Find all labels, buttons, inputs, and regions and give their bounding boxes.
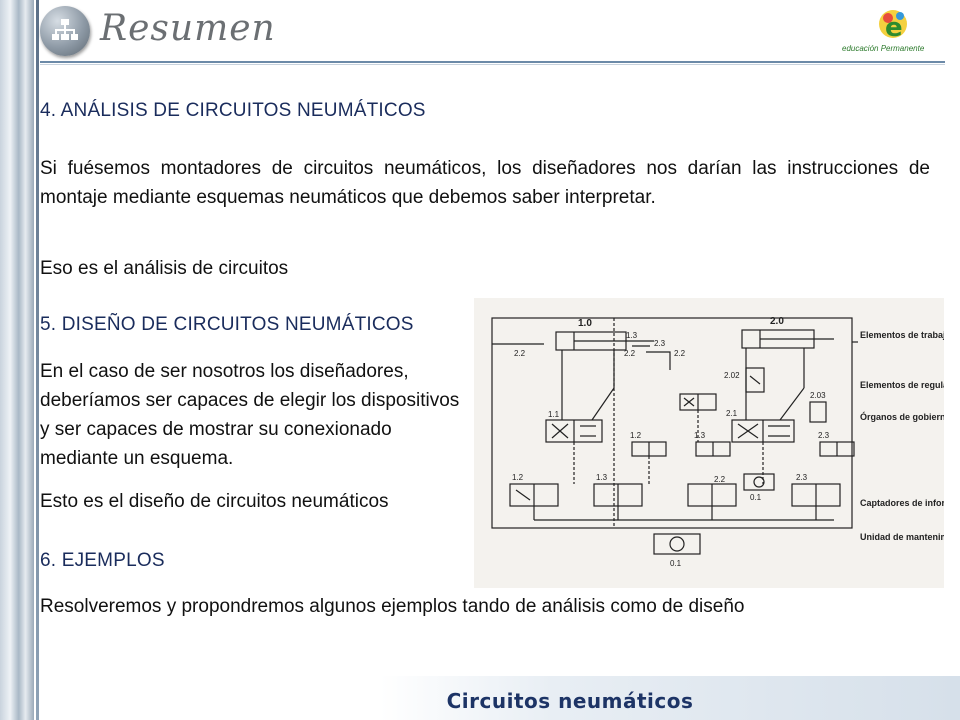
label-1-0: 1.0	[578, 318, 592, 329]
label-1-2-bottom: 1.2	[512, 473, 524, 482]
footer-band	[380, 676, 960, 720]
brand-logo-letter: e	[885, 13, 903, 43]
section-5-paragraph-line-1: En el caso de ser nosotros los diseñador…	[40, 361, 409, 382]
left-decor-bar	[0, 0, 39, 720]
label-1-2: 1.2	[630, 431, 642, 440]
label-1-3: 1.3	[694, 431, 706, 440]
left-decor-line	[36, 0, 39, 720]
label-elementos-trabajo: Elementos de trabajo	[860, 330, 944, 340]
header-rule	[40, 61, 945, 63]
label-2-0: 2.0	[770, 316, 784, 327]
label-0-1: 0.1	[670, 559, 682, 568]
label-2-3-bottom: 2.3	[796, 473, 808, 482]
label-1-1: 1.1	[548, 410, 560, 419]
label-0-1-small: 0.1	[750, 493, 762, 502]
label-2-3-top: 2.3	[654, 339, 666, 348]
header-rule-light	[40, 64, 945, 65]
brand-text: educación Permanente	[842, 44, 925, 53]
label-1-3-bottom: 1.3	[596, 473, 608, 482]
label-2-2-left: 2.2	[514, 349, 526, 358]
label-2-2-mid: 2.2	[674, 349, 686, 358]
footer-title: Circuitos neumáticos	[446, 689, 694, 713]
section-6-heading: 6. EJEMPLOS	[40, 550, 165, 571]
label-2-03: 2.03	[810, 391, 826, 400]
section-5-paragraph-line-3: y ser capaces de mostrar su conexionado	[40, 419, 392, 440]
label-1-3-top: 1.3	[626, 331, 638, 340]
section-4-paragraph: Si fuésemos montadores de circuitos neum…	[40, 158, 930, 208]
label-2-1: 2.1	[726, 409, 738, 418]
section-5-paragraph-line-2: deberíamos ser capaces de elegir los dis…	[40, 390, 460, 411]
label-unidad-mantenimiento: Unidad de mantenimiento	[860, 532, 944, 542]
label-captadores: Captadores de información	[860, 498, 944, 508]
section-5-paragraph-line-4: mediante un esquema.	[40, 448, 234, 469]
label-2-2-bottom: 2.2	[714, 475, 726, 484]
sitemap-icon	[40, 6, 90, 56]
brand-logo: e	[838, 6, 948, 62]
label-2-3: 2.3	[818, 431, 830, 440]
pneumatic-circuit-diagram: 1.0 2.0 1.1 2.1 2.02 2.03 1.2 1.3 2.3 1.…	[474, 298, 944, 588]
label-2-02: 2.02	[724, 371, 740, 380]
label-elementos-regulacion: Elementos de regulación	[860, 380, 944, 390]
section-6-paragraph: Resolveremos y propondremos algunos ejem…	[40, 596, 745, 617]
label-2-2-top: 2.2	[624, 349, 636, 358]
label-organos-gobierno: Órganos de gobierno	[860, 411, 944, 422]
section-5-heading: 5. DISEÑO DE CIRCUITOS NEUMÁTICOS	[40, 314, 414, 335]
section-4-heading: 4. ANÁLISIS DE CIRCUITOS NEUMÁTICOS	[40, 100, 426, 121]
page-title: Resumen	[100, 8, 276, 49]
section-4-paragraph-2: Eso es el análisis de circuitos	[40, 258, 289, 279]
section-5-paragraph-2: Esto es el diseño de circuitos neumático…	[40, 491, 389, 512]
